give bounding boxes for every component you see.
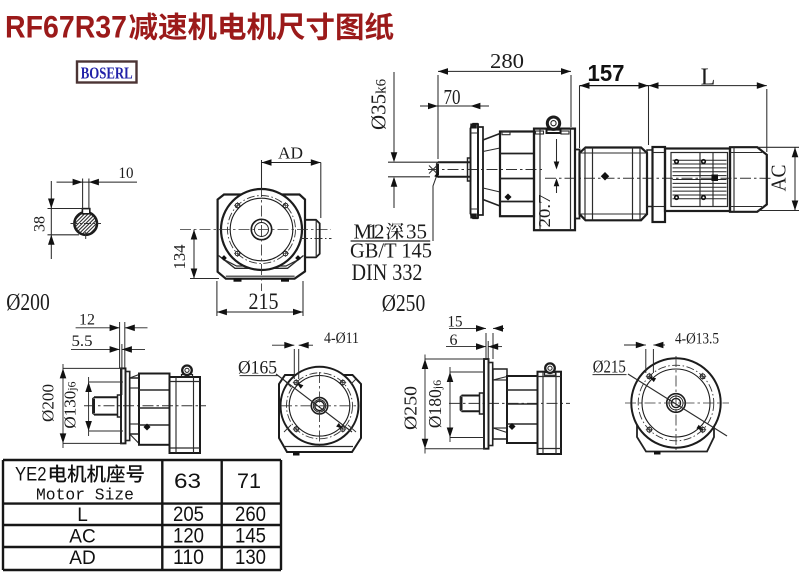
svg-text:AD: AD xyxy=(69,548,95,569)
svg-text:260: 260 xyxy=(235,503,266,526)
svg-text:145: 145 xyxy=(235,525,266,548)
svg-text:5.5: 5.5 xyxy=(72,333,93,350)
svg-text:Ø35k6: Ø35k6 xyxy=(367,78,391,130)
svg-text:280: 280 xyxy=(490,49,524,73)
svg-text:205: 205 xyxy=(173,503,204,526)
svg-text:Ø130j6: Ø130j6 xyxy=(61,381,80,428)
svg-text:DIN 332: DIN 332 xyxy=(352,260,423,285)
svg-text:Ø200: Ø200 xyxy=(6,290,50,316)
svg-text:134: 134 xyxy=(170,245,189,270)
svg-text:4-Ø11: 4-Ø11 xyxy=(324,330,359,347)
svg-text:157: 157 xyxy=(588,60,625,86)
svg-text:120: 120 xyxy=(173,525,204,548)
svg-text:YE2: YE2 xyxy=(15,464,47,486)
svg-text:Ø250: Ø250 xyxy=(382,291,426,317)
svg-text:130: 130 xyxy=(235,546,266,569)
svg-text:38: 38 xyxy=(32,216,49,232)
svg-text:215: 215 xyxy=(249,289,279,314)
svg-text:71: 71 xyxy=(237,469,261,493)
svg-text:M12: M12 xyxy=(354,220,385,244)
svg-text:AC: AC xyxy=(767,165,791,192)
svg-text:Ø180j6: Ø180j6 xyxy=(425,380,445,428)
svg-text:35: 35 xyxy=(406,220,427,244)
svg-text:12: 12 xyxy=(79,311,95,328)
svg-text:15: 15 xyxy=(448,314,463,331)
svg-text:RF67R37: RF67R37 xyxy=(5,9,127,45)
svg-text:Ø250: Ø250 xyxy=(401,386,421,430)
svg-text:20.7: 20.7 xyxy=(535,194,554,228)
svg-text:4-Ø13.5: 4-Ø13.5 xyxy=(675,331,719,348)
svg-text:AD: AD xyxy=(278,143,303,162)
svg-text:BOSERL: BOSERL xyxy=(81,64,133,83)
svg-text:Motor Size: Motor Size xyxy=(36,487,134,506)
svg-text:10: 10 xyxy=(119,165,134,182)
svg-text:63: 63 xyxy=(174,469,201,493)
svg-text:Ø165: Ø165 xyxy=(238,358,277,379)
svg-text:6: 6 xyxy=(450,332,458,349)
svg-text:L: L xyxy=(77,505,88,526)
svg-text:Ø200: Ø200 xyxy=(39,384,58,422)
svg-text:L: L xyxy=(701,65,716,91)
svg-text:GB/T 145: GB/T 145 xyxy=(350,239,432,263)
svg-text:AC: AC xyxy=(69,527,95,548)
svg-text:70: 70 xyxy=(444,85,461,109)
svg-text:110: 110 xyxy=(173,546,204,569)
svg-text:Ø215: Ø215 xyxy=(593,357,626,377)
